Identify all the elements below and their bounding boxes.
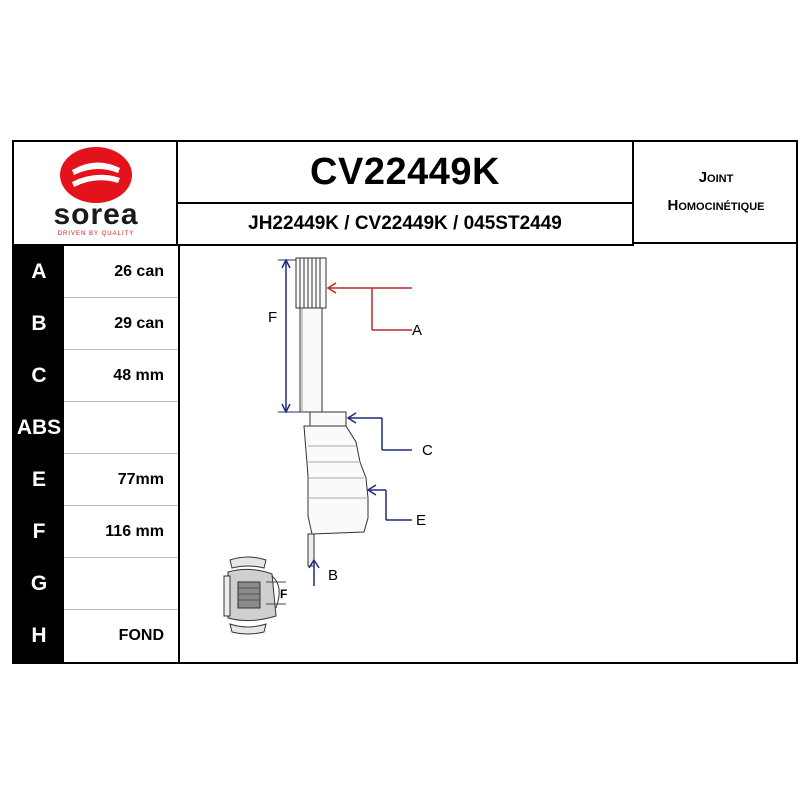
spec-row-b: B 29 can bbox=[14, 298, 178, 350]
divider bbox=[178, 244, 634, 246]
spec-row-abs: ABS bbox=[14, 402, 178, 454]
spec-key: A bbox=[14, 246, 64, 298]
cross-references-cell: JH22449K / CV22449K / 045ST2449 bbox=[178, 204, 634, 244]
spec-value bbox=[64, 402, 178, 454]
spec-key: C bbox=[14, 350, 64, 402]
part-number-cell: CV22449K bbox=[178, 142, 634, 204]
inset-detail bbox=[223, 556, 286, 635]
joint-body bbox=[303, 411, 369, 567]
spec-value: 29 can bbox=[114, 315, 164, 332]
technical-drawing: F bbox=[180, 246, 798, 662]
product-type-line1: Joint bbox=[698, 169, 734, 186]
spec-table: A 26 can B 29 can C 48 mm ABS E 77mm F 1… bbox=[14, 246, 178, 662]
divider bbox=[14, 244, 178, 246]
spec-value: 26 can bbox=[114, 263, 164, 280]
spec-key: B bbox=[14, 298, 64, 350]
label-f-inset: F bbox=[280, 587, 287, 601]
sorea-logo: sorea DRIVEN BY QUALITY bbox=[53, 147, 138, 237]
cv-joint-drawing: F bbox=[223, 257, 433, 635]
spec-key: H bbox=[14, 610, 64, 662]
spec-value: 48 mm bbox=[113, 367, 164, 384]
spec-key: F bbox=[14, 506, 64, 558]
divider bbox=[178, 246, 180, 662]
product-type-line2: Homocinétique bbox=[667, 197, 765, 214]
arrow-b bbox=[308, 558, 320, 586]
brand-name: sorea bbox=[53, 198, 138, 231]
spec-row-h: H FOND bbox=[14, 610, 178, 662]
spec-value: FOND bbox=[118, 627, 164, 644]
spec-value: 77mm bbox=[117, 471, 164, 488]
spec-row-a: A 26 can bbox=[14, 246, 178, 298]
product-type-cell: Joint Homocinétique bbox=[634, 142, 798, 244]
spec-key: E bbox=[14, 454, 64, 506]
cross-references: JH22449K / CV22449K / 045ST2449 bbox=[248, 213, 562, 234]
label-c: C bbox=[422, 442, 433, 459]
spec-row-f: F 116 mm bbox=[14, 506, 178, 558]
brand-tagline: DRIVEN BY QUALITY bbox=[58, 231, 135, 237]
spec-row-c: C 48 mm bbox=[14, 350, 178, 402]
spec-key: ABS bbox=[14, 402, 64, 454]
arrow-e bbox=[366, 484, 412, 521]
spec-key: G bbox=[14, 558, 64, 610]
product-sheet: sorea DRIVEN BY QUALITY CV22449K JH22449… bbox=[12, 140, 798, 664]
arrow-a bbox=[326, 282, 412, 331]
spec-row-g: G bbox=[14, 558, 178, 610]
spec-row-e: E 77mm bbox=[14, 454, 178, 506]
label-f: F bbox=[268, 309, 277, 326]
label-a: A bbox=[412, 322, 422, 339]
spec-value: 116 mm bbox=[105, 523, 164, 540]
arrow-c bbox=[346, 412, 412, 451]
spline-shaft bbox=[295, 257, 327, 413]
label-b: B bbox=[328, 567, 338, 584]
part-number: CV22449K bbox=[310, 150, 500, 193]
logo-cell: sorea DRIVEN BY QUALITY bbox=[14, 142, 178, 244]
label-e: E bbox=[416, 512, 426, 529]
spec-value bbox=[64, 558, 178, 610]
